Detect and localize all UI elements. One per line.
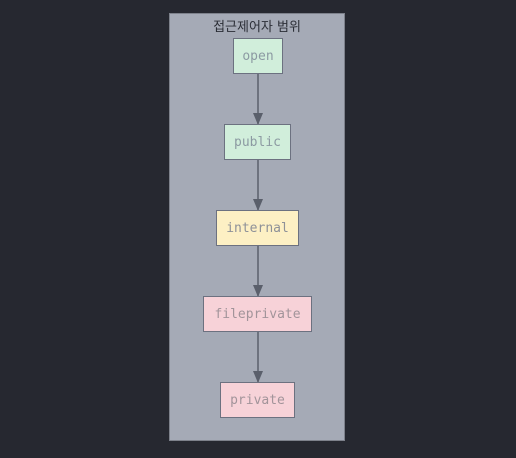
node-open: open	[233, 38, 283, 74]
node-fileprivate-label: fileprivate	[214, 306, 301, 322]
node-public: public	[224, 124, 291, 160]
node-internal-label: internal	[226, 220, 289, 236]
cluster-title: 접근제어자 범위	[213, 20, 301, 35]
node-open-label: open	[242, 48, 274, 64]
node-internal: internal	[216, 210, 299, 246]
node-fileprivate: fileprivate	[203, 296, 312, 332]
node-private: private	[220, 382, 295, 418]
node-private-label: private	[230, 392, 285, 408]
node-public-label: public	[234, 134, 281, 150]
